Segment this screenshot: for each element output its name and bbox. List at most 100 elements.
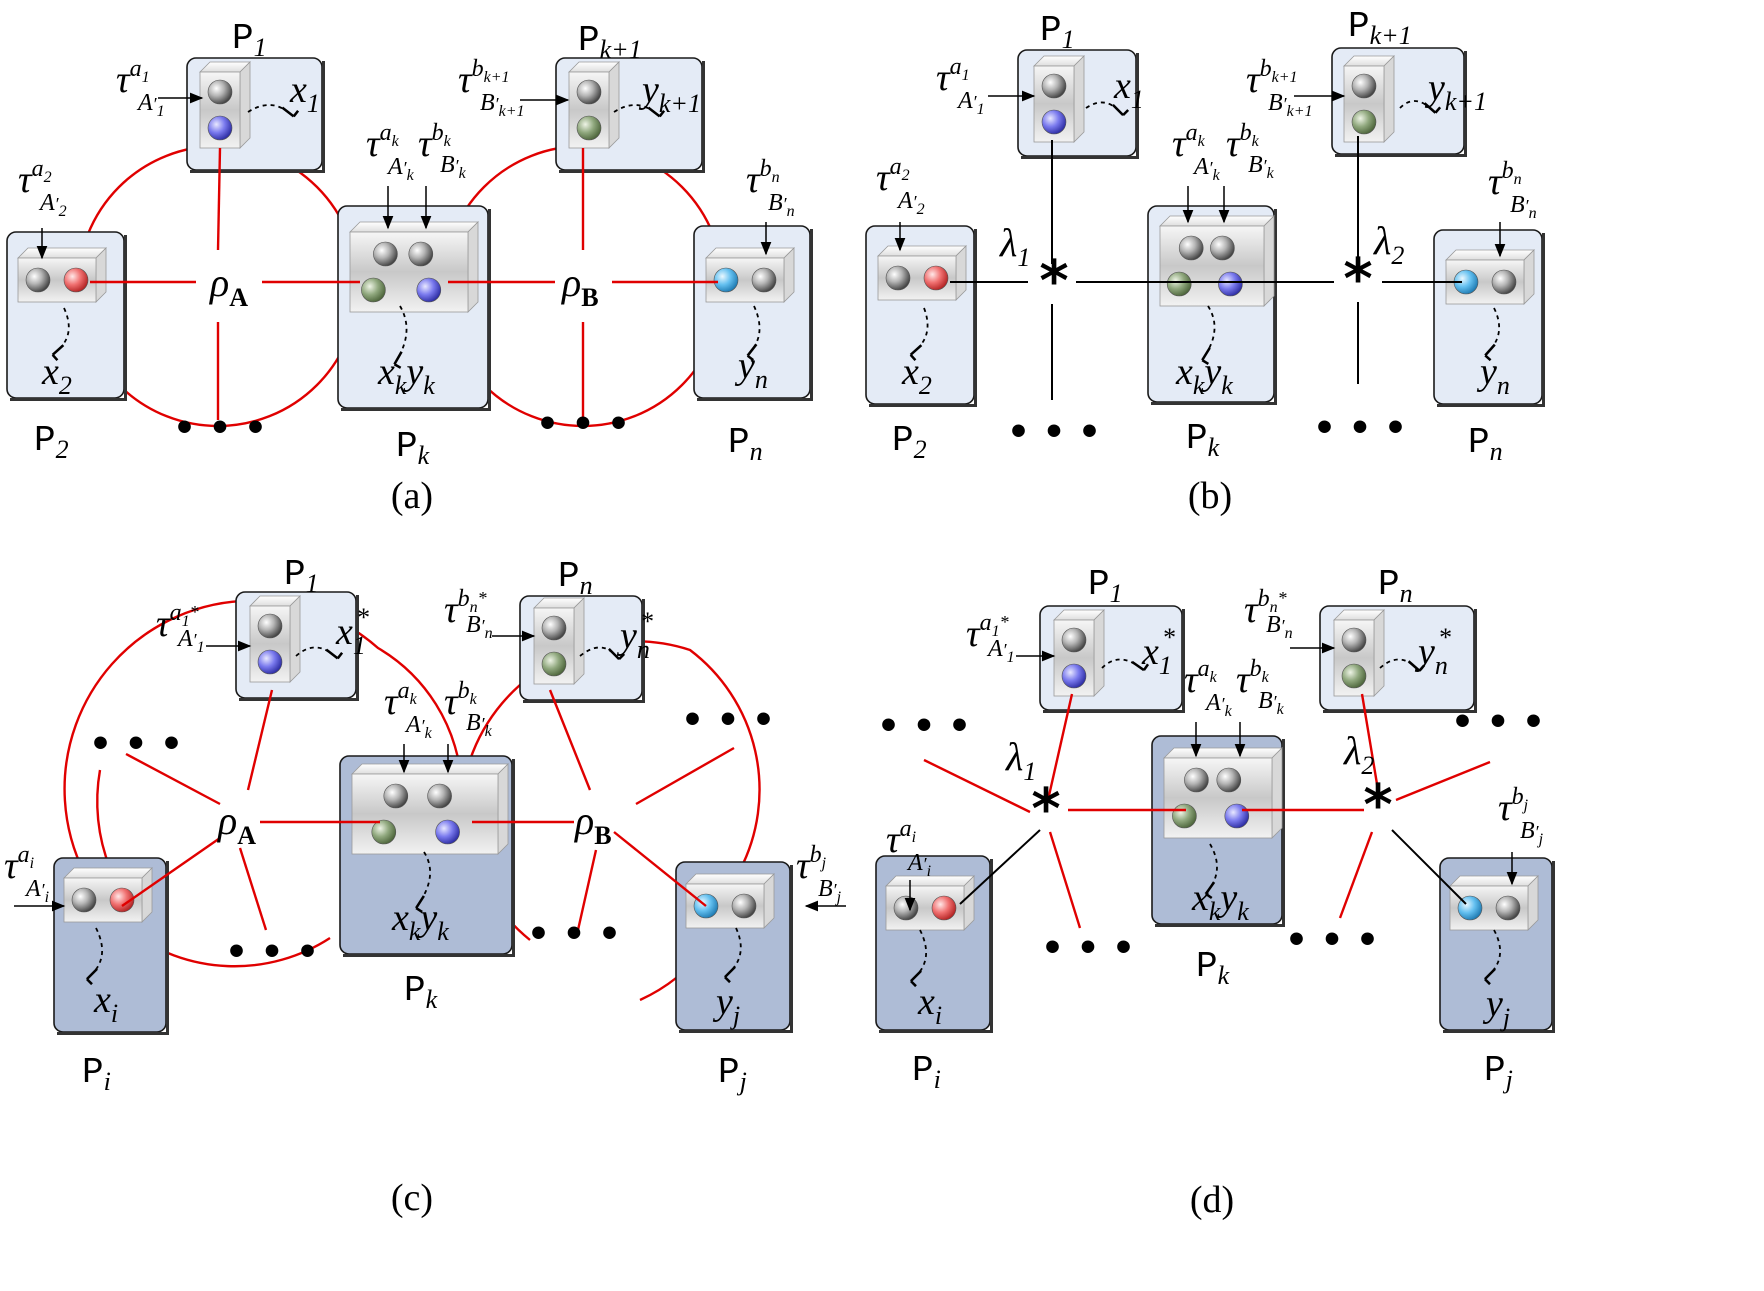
party-letter: P [718, 1052, 740, 1093]
box-shadow [1021, 156, 1139, 159]
output-pair: xkyk [377, 351, 435, 400]
edge-line [1338, 831, 1374, 919]
party-letter: P [1484, 1050, 1506, 1091]
party-index: n [580, 571, 593, 600]
cube-top [63, 867, 153, 879]
output-arrow [1484, 929, 1501, 986]
source-index: B [581, 283, 598, 312]
tau-prime: ′ [1283, 94, 1288, 114]
ellipsis-c-1: • • • [89, 724, 183, 765]
tau-setting-index: n [772, 169, 780, 186]
output-arrow [393, 305, 408, 369]
tau-input: B [440, 152, 455, 178]
party-letter: P [1186, 418, 1208, 459]
tau-setting: b [1258, 586, 1270, 612]
tau-input-index: 1 [977, 101, 985, 118]
party-letter: P [1088, 564, 1110, 605]
output-label: x1 [289, 69, 320, 118]
party-index: 1 [1062, 25, 1075, 54]
output-pair: xkyk [391, 897, 449, 946]
tau-symbol: τ [876, 157, 891, 199]
box-shadow [190, 170, 325, 173]
edge-line [246, 689, 274, 791]
qubit-ball [361, 277, 386, 303]
output-index: 1 [1131, 85, 1144, 114]
output-index: k [423, 371, 435, 400]
party-index: i [104, 1067, 111, 1096]
tau-setting: b [458, 678, 470, 704]
box-shadow [1542, 233, 1545, 407]
output-arrow [51, 307, 70, 362]
ellipsis-b-right: • • • [1313, 408, 1407, 449]
source-star: * [1343, 247, 1372, 312]
qubit-ball [416, 277, 442, 303]
source-label: ρB [560, 260, 599, 312]
box-shadow [974, 229, 977, 407]
qubit-ball [71, 887, 97, 913]
tau-prime: ′ [1263, 156, 1268, 176]
cube-side [1093, 609, 1105, 697]
tau-setting: a [950, 54, 962, 80]
source-symbol: ρ [560, 260, 581, 305]
tau-setting-index: 1 [182, 613, 190, 630]
output-var: y [1414, 631, 1435, 673]
cube-side [573, 597, 585, 685]
output-label: xi [93, 979, 118, 1028]
box-shadow [356, 595, 359, 701]
tau-prime: ′ [833, 880, 838, 900]
panel-caption: (b) [1188, 475, 1232, 517]
box-shadow [1151, 402, 1277, 405]
measurement-label: τbn*B′n [444, 586, 493, 642]
tau-input: B [1510, 192, 1525, 218]
tau-setting-index: k+1 [1272, 69, 1298, 86]
party-label-pj: Pj [1484, 1050, 1513, 1094]
source-label: λ1 [999, 220, 1030, 272]
cube-top [705, 247, 795, 259]
party-label-p2: P2 [34, 420, 69, 464]
output-var: x [41, 351, 59, 393]
source-label: λ2 [1343, 728, 1374, 780]
source-label: λ2 [1373, 218, 1404, 270]
tau-symbol: τ [18, 159, 33, 201]
output-star: * [356, 603, 369, 632]
source-ring-B [468, 640, 761, 871]
tau-setting: a [380, 120, 392, 146]
qubit-ball [408, 241, 434, 267]
tau-input: A [176, 626, 193, 652]
tau-symbol: τ [1172, 123, 1187, 165]
tau-setting-index: 1 [992, 623, 1000, 640]
qubit-ball [731, 893, 757, 919]
tau-prime: ′ [55, 194, 60, 214]
output-var: x [901, 351, 919, 393]
output-arrow [295, 646, 344, 660]
output-var: y [1200, 351, 1221, 393]
party-index: i [934, 1065, 941, 1094]
tau-setting-index: n [1270, 599, 1278, 616]
party-index: n [1400, 579, 1413, 608]
party-label-pj: Pj [718, 1052, 747, 1096]
tau-prime: ′ [495, 94, 500, 114]
tau-prime: ′ [481, 714, 486, 734]
tau-setting: b [810, 842, 822, 868]
tau-prime: ′ [421, 716, 426, 736]
tau-input-index: n [1285, 625, 1293, 642]
tau-setting: b [1250, 656, 1262, 682]
edge-line [1360, 693, 1380, 791]
box-shadow [1443, 1030, 1555, 1033]
output-var: y [416, 897, 437, 939]
party-index: 2 [56, 435, 69, 464]
output-index: j [1500, 1003, 1510, 1032]
tau-setting-index: k [1262, 669, 1270, 686]
tau-setting: a [900, 816, 912, 842]
source-star: * [1039, 249, 1068, 314]
cube-top [1445, 249, 1535, 261]
tau-input-index: j [835, 889, 842, 906]
tau-setting: a [980, 610, 992, 636]
party-letter: P [1196, 946, 1218, 987]
party-index: n [1490, 437, 1503, 466]
